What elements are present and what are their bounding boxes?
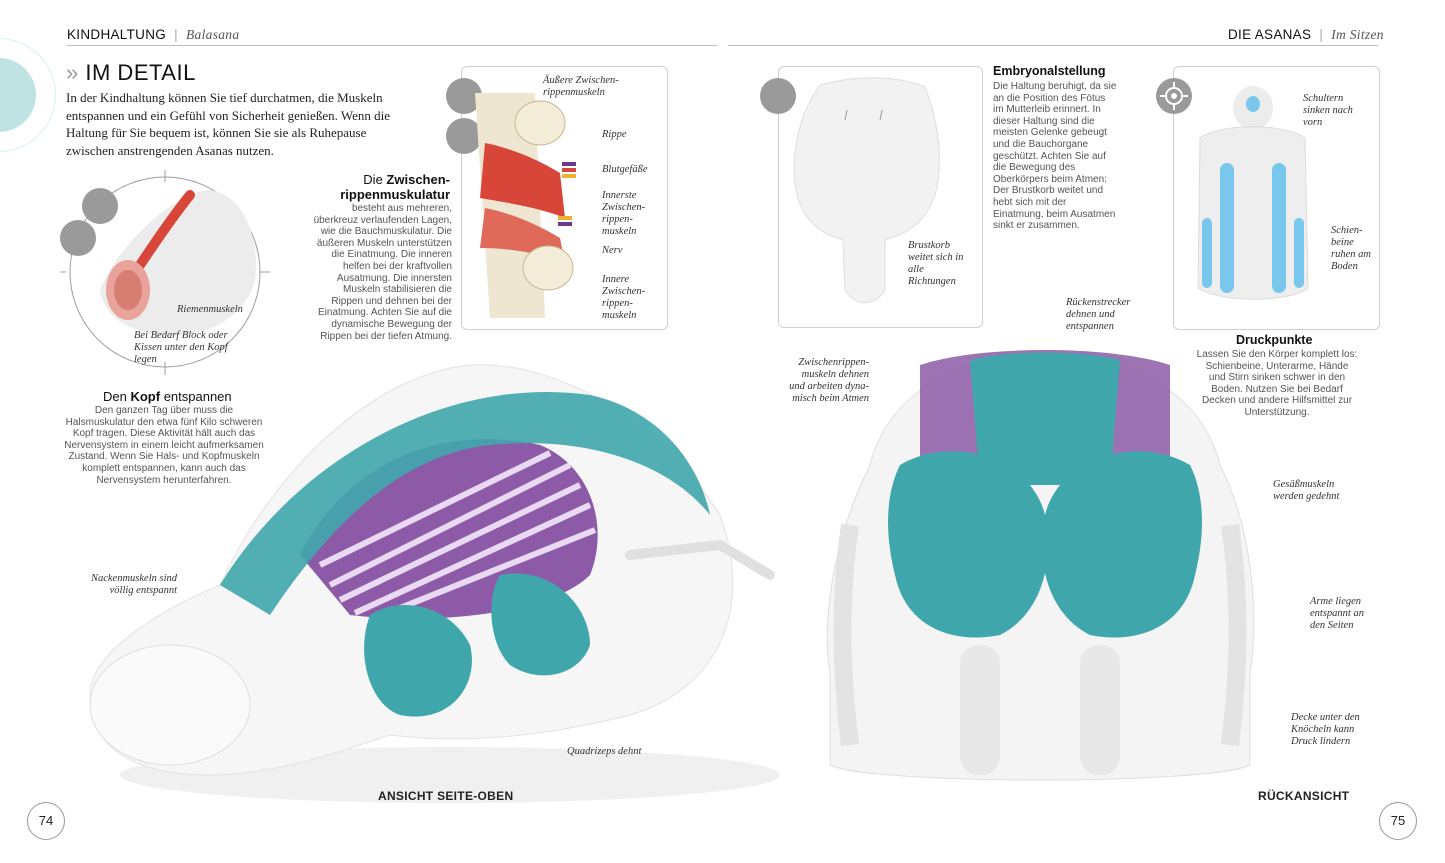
detail-intro: In der Kindhaltung können Sie tief durch…: [66, 90, 390, 158]
rib-title-bold: Zwischen-rippenmuskulatur: [340, 172, 450, 202]
pressure-title: Druckpunkte: [1236, 333, 1313, 347]
hands-icon: [82, 188, 118, 224]
header-left-rule: [67, 45, 717, 46]
label-outer-intercostal: Äußere Zwischen-rippenmuskeln: [543, 75, 619, 98]
header-right-subtitle: Im Sitzen: [1331, 27, 1384, 42]
label-quadriceps: Quadrizeps dehnt: [567, 746, 642, 757]
rib-section-body: besteht aus mehreren, überkreuz verlaufe…: [313, 203, 452, 342]
head-title-bold: Kopf: [130, 389, 161, 404]
head-icon: [60, 220, 96, 256]
header-left: KINDHALTUNG | Balasana: [67, 27, 240, 42]
header-left-title: KINDHALTUNG: [67, 27, 167, 42]
head-title-pre: Den: [103, 389, 131, 404]
label-shoulders: Schultern sinken nach vorn: [1303, 93, 1353, 128]
label-glutes: Gesäßmuskeln werden gedehnt: [1273, 479, 1340, 502]
label-riemenmuskeln: Riemenmuskeln: [177, 304, 243, 315]
header-right-rule: [728, 45, 1378, 46]
head-section-body: Den ganzen Tag über muss die Halsmuskula…: [64, 405, 264, 486]
side-view-label: ANSICHT SEITE-OBEN: [378, 789, 514, 803]
pressure-body: Lassen Sie den Körper komplett los: Schi…: [1196, 349, 1358, 418]
label-shins: Schien-beine ruhen am Boden: [1331, 225, 1371, 272]
embryo-title: Embryonalstellung: [993, 64, 1106, 78]
target-icon: [1156, 78, 1192, 114]
embryo-body: Die Haltung beruhigt, da sie an die Posi…: [993, 81, 1117, 232]
embryo-illustration: [793, 77, 940, 304]
pressure-illustration: [1197, 86, 1309, 300]
head-circle-illustration: [60, 170, 270, 375]
detail-title: » IM DETAIL: [66, 60, 196, 86]
head-section-title: Den Kopf entspannen: [103, 389, 232, 404]
back-view-label: RÜCKANSICHT: [1258, 789, 1350, 803]
lungs-icon-2: [760, 78, 796, 114]
rib-illustration: [475, 93, 576, 318]
chevron-double-right-icon: »: [66, 60, 79, 85]
accent-ring: [0, 38, 56, 152]
header-right: DIE ASANAS | Im Sitzen: [1228, 27, 1384, 42]
label-block: Bei Bedarf Block oder Kissen unter den K…: [134, 330, 228, 365]
label-neck: Nackenmuskeln sind völlig entspannt: [90, 573, 177, 596]
label-rib: Rippe: [602, 129, 627, 140]
label-arms: Arme liegen entspannt an den Seiten: [1310, 596, 1364, 631]
rib-section-title: Die Zwischen-rippenmuskulatur: [330, 172, 450, 202]
arm-icon: [446, 118, 482, 154]
label-chest: Brustkorb weitet sich in alle Richtungen: [908, 240, 964, 287]
label-nerve: Nerv: [602, 245, 623, 256]
label-blanket: Decke unter den Knöcheln kann Druck lind…: [1291, 712, 1360, 747]
header-right-title: DIE ASANAS: [1228, 27, 1312, 42]
head-title-post: entspannen: [160, 389, 232, 404]
label-intercostal-back: Zwischenrippen-muskeln dehnen und arbeit…: [789, 357, 869, 404]
label-erector: Rückenstrecker dehnen und entspannen: [1066, 297, 1131, 332]
page-number-left: 74: [27, 802, 65, 840]
side-view-figure: [89, 364, 780, 803]
label-innermost: Innerste Zwischen-rippen-muskeln: [602, 190, 646, 237]
back-view-figure: [826, 350, 1255, 781]
header-left-subtitle: Balasana: [186, 27, 240, 42]
page-number-right: 75: [1379, 802, 1417, 840]
detail-title-text: IM DETAIL: [85, 60, 196, 85]
label-vessels: Blutgefäße: [602, 164, 648, 175]
label-inner: Innere Zwischen-rippen-muskeln: [602, 274, 646, 321]
rib-title-pre: Die: [363, 172, 387, 187]
